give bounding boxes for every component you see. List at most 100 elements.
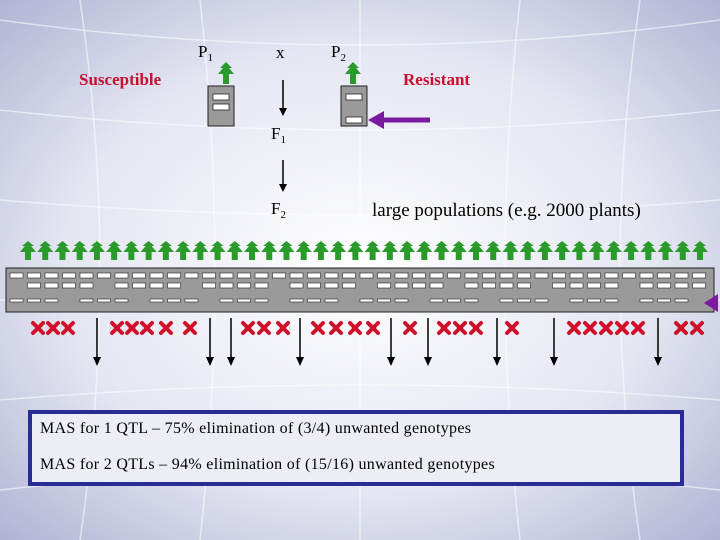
summary-line-2: MAS for 2 QTLs – 94% elimination of (15/… bbox=[40, 456, 495, 473]
gel-band bbox=[237, 272, 251, 279]
gel-band bbox=[237, 298, 251, 303]
gel-band bbox=[447, 298, 461, 303]
eliminated-cross-icon bbox=[276, 321, 290, 335]
f2-plant-icon bbox=[192, 241, 209, 260]
gel-band bbox=[9, 272, 24, 279]
f2-plant-icon bbox=[588, 241, 605, 260]
f2-plant-icon bbox=[88, 241, 105, 260]
parent-2-label: P2 bbox=[331, 42, 346, 64]
gel-band bbox=[254, 298, 269, 303]
gel-band bbox=[254, 282, 269, 289]
gel-band bbox=[114, 272, 129, 279]
f1-label: F1 bbox=[271, 124, 286, 146]
gel-band bbox=[674, 282, 689, 289]
gel-band bbox=[622, 272, 636, 279]
eliminated-cross-icon bbox=[583, 321, 597, 335]
eliminated-cross-icon bbox=[615, 321, 629, 335]
f2-plant-icon bbox=[347, 241, 364, 260]
f2-plant-icon bbox=[468, 241, 484, 260]
parent-2-plant-icon bbox=[345, 62, 361, 84]
gel-band bbox=[27, 298, 41, 303]
population-note: large populations (e.g. 2000 plants) bbox=[372, 200, 641, 221]
gel-band bbox=[674, 272, 689, 279]
eliminated-cross-icon bbox=[159, 321, 173, 335]
gel-band bbox=[149, 298, 164, 303]
gel-band bbox=[464, 298, 479, 303]
resistant-label: Resistant bbox=[403, 70, 471, 89]
selected-arrow-head-icon bbox=[387, 357, 395, 366]
gel-band bbox=[272, 272, 286, 279]
gel-band bbox=[569, 298, 584, 303]
eliminated-cross-icon bbox=[599, 321, 613, 335]
gel-band bbox=[692, 282, 706, 289]
eliminated-cross-icon bbox=[329, 321, 343, 335]
gel-band bbox=[184, 298, 199, 303]
marker-arrow-right-icon bbox=[704, 294, 718, 312]
gel-band bbox=[517, 298, 531, 303]
gel-band bbox=[114, 282, 129, 289]
gel-band bbox=[499, 272, 514, 279]
gel-band bbox=[79, 282, 94, 289]
susceptible-label: Susceptible bbox=[79, 70, 162, 89]
gel-band bbox=[44, 282, 59, 289]
gel-band bbox=[464, 282, 479, 289]
f2-plant-icon bbox=[640, 241, 657, 260]
parent-1-label: P1 bbox=[198, 42, 213, 64]
f2-plant-icon bbox=[364, 241, 381, 260]
f2-plant-icon bbox=[330, 241, 347, 260]
selected-arrow-head-icon bbox=[227, 357, 235, 366]
gel-band bbox=[587, 282, 601, 289]
gel-band bbox=[394, 282, 409, 289]
gel-band bbox=[517, 272, 531, 279]
gel-band bbox=[114, 298, 129, 303]
eliminated-cross-icon bbox=[183, 321, 197, 335]
gel-band bbox=[289, 272, 304, 279]
f2-plant-icon bbox=[71, 241, 88, 260]
gel-band bbox=[674, 298, 689, 303]
gel-band bbox=[377, 282, 391, 289]
parent-1-gel-lane bbox=[207, 85, 235, 127]
gel-band bbox=[604, 272, 619, 279]
arrow-f1-to-f2 bbox=[279, 160, 287, 192]
gel-band bbox=[429, 272, 444, 279]
gel-band bbox=[657, 272, 671, 279]
gel-band bbox=[552, 282, 566, 289]
selected-arrow-head-icon bbox=[424, 357, 432, 366]
gel-band bbox=[289, 298, 304, 303]
gel-band bbox=[534, 298, 549, 303]
gel-band bbox=[44, 298, 59, 303]
gel-band bbox=[62, 282, 76, 289]
parent-2-gel-lane bbox=[340, 85, 368, 127]
gel-band bbox=[219, 272, 234, 279]
eliminated-cross-icon bbox=[505, 321, 519, 335]
gel-band bbox=[359, 298, 374, 303]
f2-plant-icon bbox=[554, 241, 571, 260]
gel-band bbox=[324, 298, 339, 303]
gel-band bbox=[167, 298, 181, 303]
f2-plant-icon bbox=[261, 241, 278, 260]
eliminated-cross-icon bbox=[125, 321, 139, 335]
f2-plant-icon bbox=[399, 241, 416, 260]
selected-arrow-head-icon bbox=[206, 357, 214, 366]
gel-band bbox=[79, 298, 94, 303]
gel-band bbox=[307, 282, 321, 289]
eliminated-cross-icon bbox=[469, 321, 483, 335]
f2-plant-icon bbox=[674, 241, 691, 260]
eliminated-cross-icon bbox=[140, 321, 154, 335]
gel-band bbox=[359, 272, 374, 279]
gel-band bbox=[202, 272, 216, 279]
gel-band bbox=[657, 282, 671, 289]
eliminated-cross-icon bbox=[366, 321, 380, 335]
eliminated-cross-icon bbox=[110, 321, 124, 335]
eliminated-cross-icon bbox=[311, 321, 325, 335]
gel-band bbox=[132, 282, 146, 289]
gel-band bbox=[482, 272, 496, 279]
eliminated-cross-icon bbox=[61, 321, 75, 335]
gel-band bbox=[657, 298, 671, 303]
f2-plant-icon bbox=[54, 241, 71, 260]
f2-plant-icon bbox=[278, 241, 295, 260]
gel-band bbox=[377, 272, 391, 279]
f2-plant-icon bbox=[175, 241, 192, 260]
eliminated-cross-icon bbox=[567, 321, 581, 335]
